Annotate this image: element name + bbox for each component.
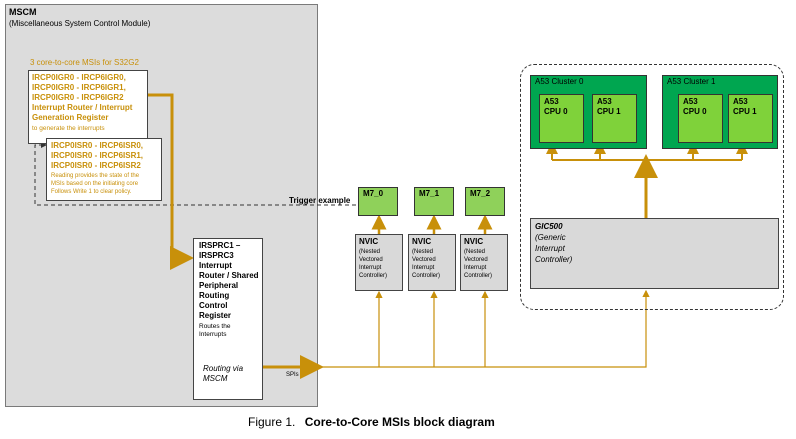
figure-caption-title: Core-to-Core MSIs block diagram <box>304 415 495 429</box>
c0-cpu0-line0: A53 <box>544 97 559 106</box>
irsprc-line-3: Router / Shared <box>199 271 259 280</box>
nvic-0-desc-1: Vectored <box>359 257 383 263</box>
m7-core-1 <box>414 187 454 216</box>
c0-cpu1-line1: CPU 1 <box>597 107 621 116</box>
routing-label-1: MSCM <box>203 374 228 383</box>
nvic-0-desc-0: (Nested <box>359 249 381 255</box>
irsprc-line-5: Routing <box>199 291 230 300</box>
nvic-0-desc-3: Controller) <box>359 273 388 279</box>
trigger-dashed-arrow <box>34 142 356 206</box>
m7-core-2 <box>465 187 505 216</box>
a53-cluster-0-cpu-0 <box>539 94 584 143</box>
nvic-1-desc-1: Vectored <box>412 257 436 263</box>
igr-line-1: IRCP0IGR0 - IRCP6IGR1, <box>32 83 126 92</box>
c0-cpu1-line0: A53 <box>597 97 612 106</box>
nvic-2-desc-3: Controller) <box>464 273 493 279</box>
mscm-subtitle: (Miscellaneous System Control Module) <box>9 19 151 28</box>
nvic-0-title: NVIC <box>359 237 379 246</box>
irsprc-line-0: IRSPRC1 – <box>199 241 241 250</box>
a53-cluster-1-cpu-1 <box>728 94 773 143</box>
a53-cluster-1-title: A53 Cluster 1 <box>667 77 716 86</box>
a53-subsystem-region <box>520 64 784 310</box>
nvic-1-title: NVIC <box>412 237 432 246</box>
nvic-1-desc-3: Controller) <box>412 273 441 279</box>
igr-line-0: IRCP0IGR0 - IRCP6IGR0, <box>32 73 126 82</box>
c1-cpu0-line0: A53 <box>683 97 698 106</box>
igr-desc: to generate the interrupts <box>32 125 105 132</box>
nvic-1-desc-2: Interrupt <box>412 265 435 271</box>
irsprc-line-6: Control <box>199 301 228 310</box>
trigger-example-label: Trigger example <box>289 196 351 205</box>
figure-caption-prefix: Figure 1. <box>248 415 296 429</box>
irsprc-line-2: Interrupt <box>199 261 232 270</box>
irsprc-line-1: IRSPRC3 <box>199 251 234 260</box>
igr-line-4: Generation Register <box>32 113 109 122</box>
gic-desc-2: Controller) <box>535 255 573 264</box>
nvic-2-desc-1: Vectored <box>464 257 488 263</box>
a53-cluster-1-cpu-0 <box>678 94 723 143</box>
irsprc-register-box <box>193 238 263 400</box>
isr-line-0: IRCP0ISR0 - IRCP6ISR0, <box>51 141 144 150</box>
spis-label: SPIs <box>286 372 299 378</box>
figure-caption: Figure 1. Core-to-Core MSIs block diagra… <box>248 415 495 429</box>
nvic-2-desc-2: Interrupt <box>464 265 487 271</box>
nvic-2 <box>460 234 508 291</box>
spi-bus-line <box>262 289 650 368</box>
irsprc-desc-0: Routes the <box>199 323 231 330</box>
nvic-1-desc-0: (Nested <box>412 249 434 255</box>
irsprc-desc-1: Interrupts <box>199 331 227 338</box>
igr-line-3: Interrupt Router / Interrupt <box>32 103 133 112</box>
isr-desc-0: Reading provides the state of the <box>51 173 140 179</box>
nvic-0 <box>355 234 403 291</box>
gic-title: GIC500 <box>535 222 563 231</box>
irsprc-line-4: Peripheral <box>199 281 239 290</box>
c0-cpu0-line1: CPU 0 <box>544 107 568 116</box>
irsprc-line-7: Register <box>199 311 232 320</box>
c1-cpu0-line1: CPU 0 <box>683 107 707 116</box>
c1-cpu1-line0: A53 <box>733 97 748 106</box>
nvic-2-desc-0: (Nested <box>464 249 486 255</box>
m7-core-0 <box>358 187 398 216</box>
mscm-title: MSCM <box>9 7 37 17</box>
gic-desc-0: (Generic <box>535 233 566 242</box>
m7-core-0-label: M7_0 <box>363 189 384 198</box>
gic-desc-1: Interrupt <box>535 244 565 253</box>
isr-line-2: IRCP0ISR0 - IRCP6ISR2 <box>51 161 141 170</box>
igr-to-irsprc-arrow <box>148 93 194 270</box>
a53-cluster-0-cpu-1 <box>592 94 637 143</box>
c1-cpu1-line1: CPU 1 <box>733 107 757 116</box>
msi-caption: 3 core-to-core MSIs for S32G2 <box>30 58 139 67</box>
gic500-block <box>530 218 779 289</box>
isr-register-box <box>46 138 162 201</box>
isr-line-1: IRCP0ISR0 - IRCP6ISR1, <box>51 151 144 160</box>
m7-core-2-label: M7_2 <box>470 189 491 198</box>
igr-line-2: IRCP0IGR0 - IRCP6IGR2 <box>32 93 124 102</box>
m7-core-1-label: M7_1 <box>419 189 440 198</box>
routing-label-0: Routing via <box>203 364 244 373</box>
a53-cluster-0-title: A53 Cluster 0 <box>535 77 584 86</box>
isr-desc-1: MSIs based on the initiating core <box>51 181 139 187</box>
nvic-0-desc-2: Interrupt <box>359 265 382 271</box>
nvic-1 <box>408 234 456 291</box>
nvic-2-title: NVIC <box>464 237 484 246</box>
isr-desc-2: Follows Write 1 to clear policy. <box>51 189 132 195</box>
